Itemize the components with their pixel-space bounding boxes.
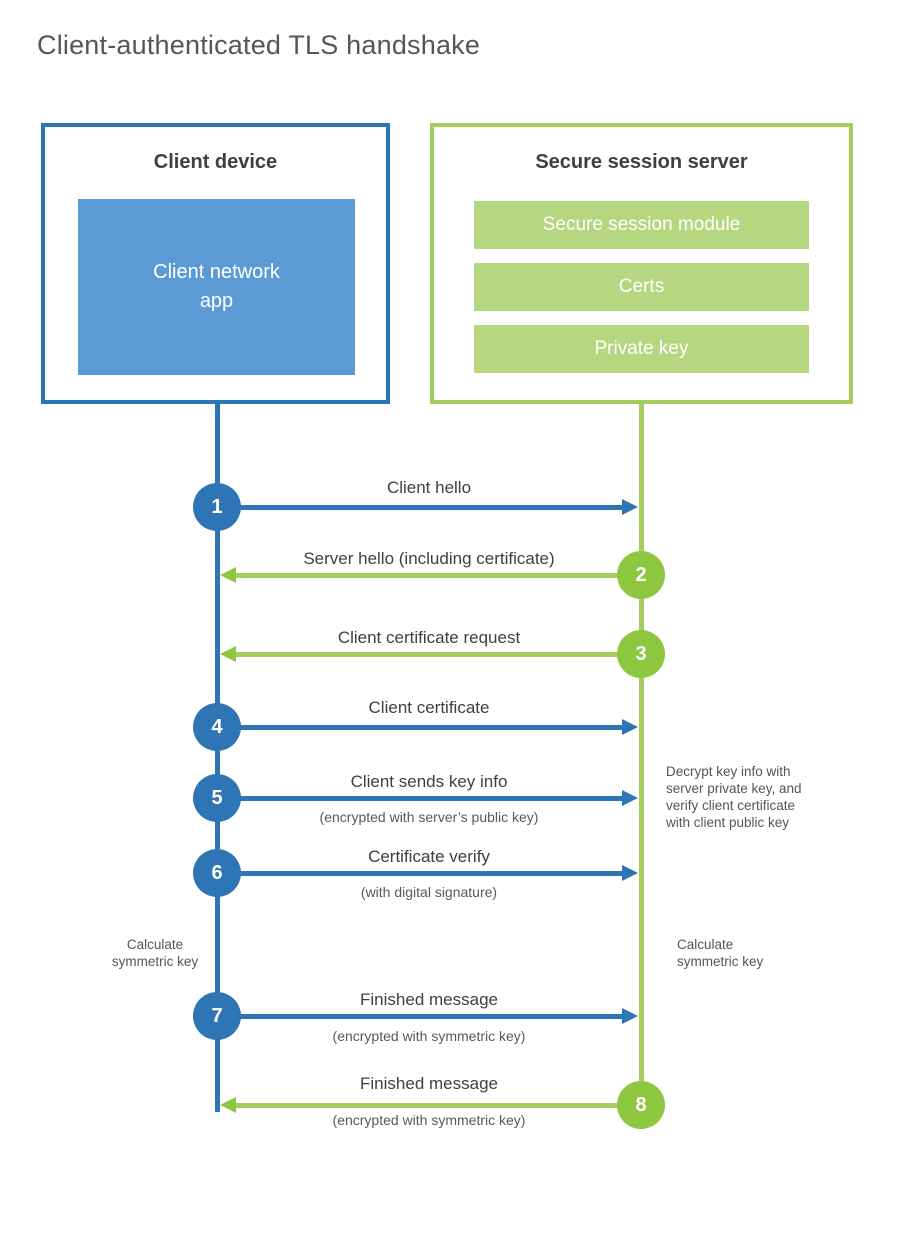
- server-title: Secure session server: [535, 151, 748, 173]
- step-circle-6: 6: [193, 849, 241, 897]
- message-1-label: Client hello: [386, 478, 472, 497]
- client-device-box: Client device Client network app: [41, 123, 390, 404]
- arrow-left-icon: [220, 567, 638, 583]
- arrow-left-icon: [220, 1097, 638, 1113]
- message-7-sub: (encrypted with symmetric key): [332, 1028, 526, 1044]
- decrypt-note: Decrypt key info with server private key…: [666, 763, 802, 831]
- calc-right-line2: symmetric key: [677, 954, 764, 969]
- message-8-sub: (encrypted with symmetric key): [332, 1112, 526, 1128]
- client-network-app-box: Client network app: [78, 199, 355, 375]
- client-device-title: Client device: [153, 151, 278, 173]
- message-5-sub: (encrypted with server’s public key): [319, 809, 539, 825]
- server-module-private-key: Private key: [474, 325, 809, 373]
- step-circle-3: 3: [617, 630, 665, 678]
- calc-right-line1: Calculate: [677, 937, 734, 952]
- client-app-label-line1: Client network: [153, 261, 280, 283]
- calculate-symmetric-key-note-right: Calculate symmetric key: [677, 936, 763, 970]
- arrow-left-icon: [220, 646, 638, 662]
- server-module-certs: Certs: [474, 263, 809, 311]
- decrypt-note-line1: Decrypt key info with: [666, 764, 791, 779]
- message-3-label: Client certificate request: [337, 628, 521, 647]
- message-7-label: Finished message: [360, 990, 498, 1009]
- step-circle-5: 5: [193, 774, 241, 822]
- arrow-right-icon: [220, 790, 638, 806]
- step-circle-1: 1: [193, 483, 241, 531]
- decrypt-note-line2: server private key, and: [666, 781, 802, 796]
- client-app-label-line2: app: [199, 290, 234, 312]
- calc-left-line1: Calculate: [126, 937, 184, 952]
- client-lifeline: [215, 404, 220, 1112]
- server-lifeline: [639, 404, 644, 1112]
- message-6-label: Certificate verify: [368, 847, 490, 866]
- step-circle-4: 4: [193, 703, 241, 751]
- step-circle-7: 7: [193, 992, 241, 1040]
- arrow-right-icon: [220, 865, 638, 881]
- arrow-right-icon: [220, 719, 638, 735]
- calc-left-line2: symmetric key: [111, 954, 199, 969]
- message-4-label: Client certificate: [368, 698, 490, 717]
- message-5-label: Client sends key info: [350, 772, 508, 791]
- decrypt-note-line4: with client public key: [666, 815, 790, 830]
- calculate-symmetric-key-note-left: Calculate symmetric key: [90, 936, 220, 970]
- arrow-right-icon: [220, 1008, 638, 1024]
- arrow-right-icon: [220, 499, 638, 515]
- secure-session-server-box: Secure session server Secure session mod…: [430, 123, 853, 404]
- message-2-label: Server hello (including certificate): [303, 549, 555, 568]
- step-circle-2: 2: [617, 551, 665, 599]
- message-8-label: Finished message: [360, 1074, 498, 1093]
- message-6-sub: (with digital signature): [360, 884, 498, 900]
- server-module-secure-session: Secure session module: [474, 201, 809, 249]
- page-title: Client-authenticated TLS handshake: [37, 30, 481, 60]
- step-circle-8: 8: [617, 1081, 665, 1129]
- decrypt-note-line3: verify client certificate: [666, 798, 796, 813]
